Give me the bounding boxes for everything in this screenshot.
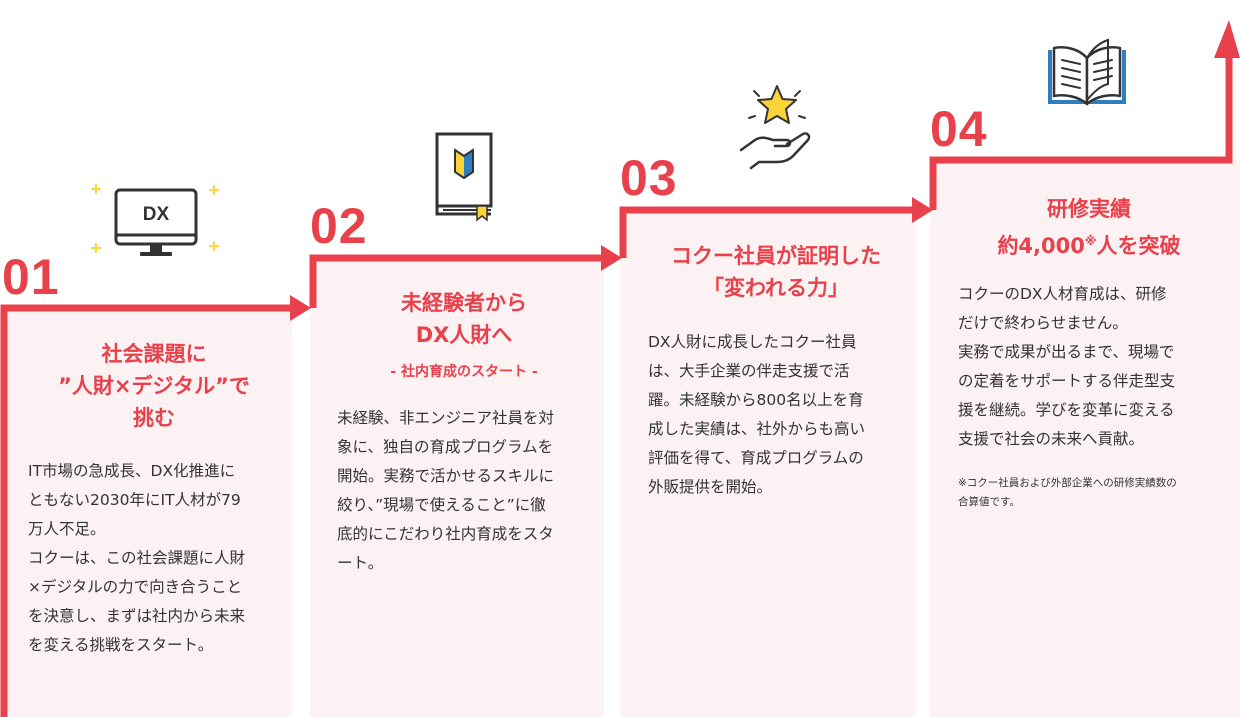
arrow-head-4 bbox=[1214, 20, 1240, 58]
step-01-number: 01 bbox=[2, 249, 60, 305]
step-04-number: 04 bbox=[930, 101, 988, 157]
step-01-title: 社会課題に ”人財×デジタル”で 挑む bbox=[58, 342, 250, 430]
stair-path bbox=[0, 55, 1233, 717]
hand-star-icon bbox=[737, 80, 817, 176]
arrow-head-3 bbox=[912, 197, 933, 223]
step-03-title: コクー社員が証明した 「変われる力」 bbox=[671, 244, 881, 300]
monitor-dx-icon bbox=[88, 178, 224, 264]
step-02-subtitle: - 社内育成のスタート - bbox=[390, 364, 538, 380]
step-01-body: IT市場の急成長、DX化推進に ともない2030年にIT人材が79 万人不足。 … bbox=[28, 462, 246, 654]
step-04-title: 研修実績 約4,000※人を突破 bbox=[948, 193, 1230, 262]
step-04-note: ※コクー社員および外部企業への研修実績数の 合算値です。 bbox=[958, 477, 1177, 508]
arrow-head-1 bbox=[290, 295, 311, 321]
step-02-title: 未経験者から DX人財へ bbox=[401, 291, 527, 347]
beginner-book-icon bbox=[433, 130, 499, 226]
step-04-title-line2: 約4,000※人を突破 bbox=[997, 234, 1181, 258]
step-01-background bbox=[0, 308, 292, 717]
arrow-head-2 bbox=[601, 245, 622, 271]
step-03-body: DX人財に成長したコクー社員 は、大手企業の伴走支援で活 躍。未経験から800名… bbox=[648, 333, 866, 496]
step-03-background bbox=[620, 210, 916, 717]
step-04-body: コクーのDX人材育成は、研修 だけで終わらせません。 実務で成果が出るまで、現場… bbox=[958, 285, 1176, 448]
step-02-number: 02 bbox=[310, 198, 368, 254]
step-03-number: 03 bbox=[620, 150, 678, 206]
step-02-body: 未経験、非エンジニア社員を対 象に、独自の育成プログラムを 開始。実務で活かせる… bbox=[337, 409, 555, 572]
open-book-icon bbox=[1044, 38, 1130, 112]
step-02-background bbox=[310, 258, 604, 717]
step-04-background bbox=[930, 160, 1240, 717]
monitor-dx-text: DX bbox=[142, 204, 170, 225]
